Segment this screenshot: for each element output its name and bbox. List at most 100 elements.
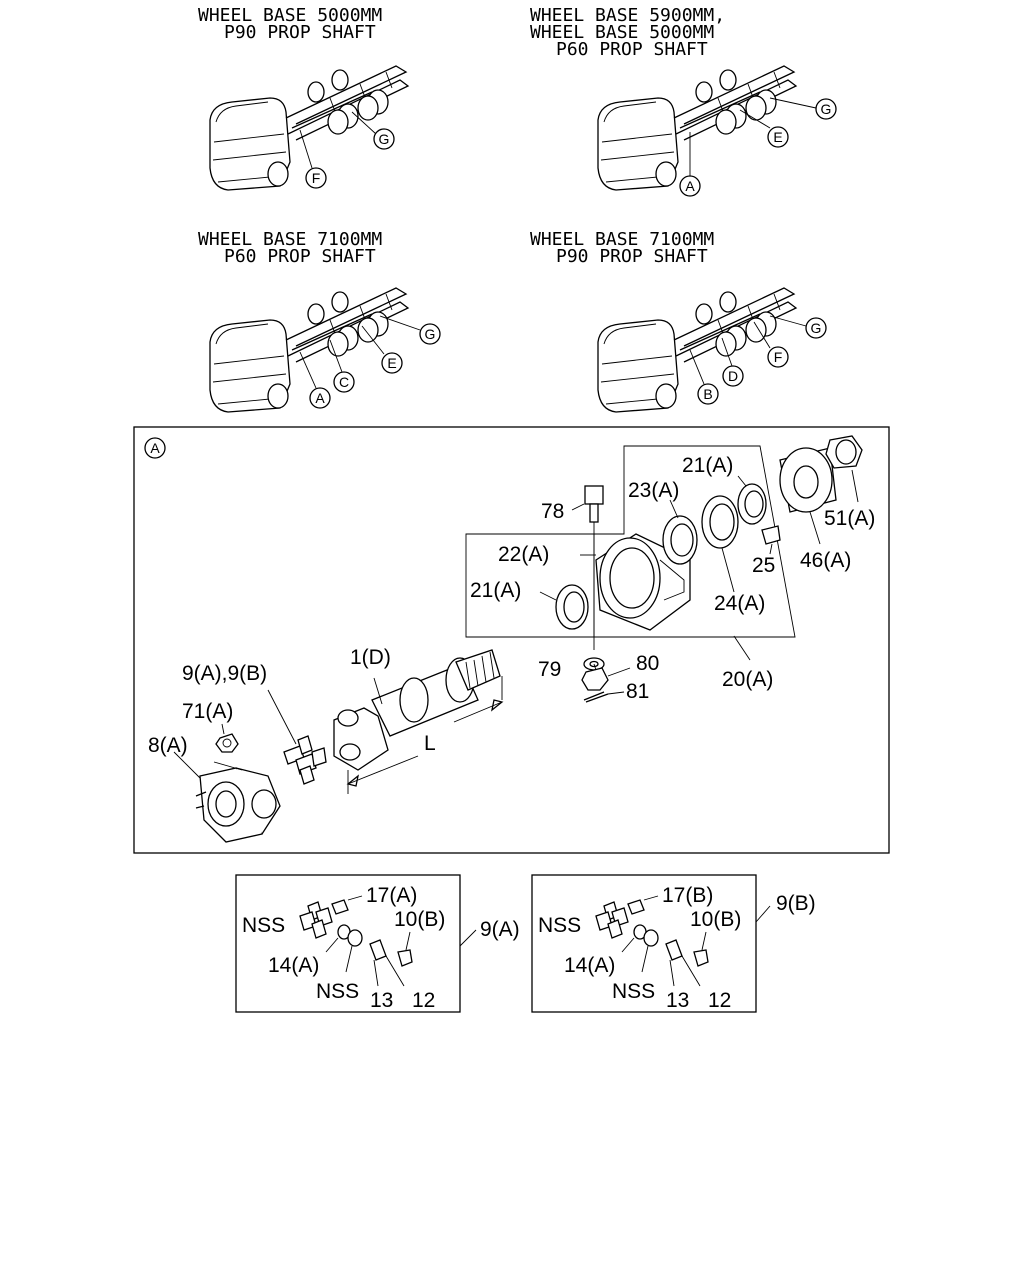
- kit-9b-label-nss-1: NSS: [538, 914, 581, 937]
- part-78-bolt: [584, 485, 604, 650]
- kit-9b-panel: 17(B) NSS 10(B) 14(A) NSS 13 12 9(B): [531, 874, 816, 1013]
- kit-9b-bearing-cap: [643, 929, 659, 947]
- kit-9a-label-14: 14(A): [268, 954, 319, 977]
- part-21-left-bearing: [539, 584, 589, 630]
- header-line: WHEEL BASE 7100MM: [530, 229, 714, 250]
- kit-9b-bolt: [693, 949, 709, 967]
- label-part-79: 79: [538, 658, 561, 681]
- label-part-80: 80: [636, 652, 659, 675]
- kit-9a-lock-plate: [369, 939, 387, 961]
- truck-4-callouts: B D F G: [689, 315, 827, 405]
- callout-letter: A: [315, 390, 325, 406]
- label-part-46a: 46(A): [800, 549, 851, 572]
- callout-letter: E: [387, 355, 396, 371]
- kit-9b-label-kit: 9(B): [776, 892, 816, 915]
- kit-9a-spider: [299, 901, 333, 939]
- part-22-bearing-support: [580, 533, 691, 631]
- header-line: WHEEL BASE 5900MM,: [530, 5, 725, 26]
- callout-circle: [419, 323, 441, 345]
- label-part-1d: 1(D): [350, 646, 391, 669]
- truck-illustration-3: [209, 287, 409, 413]
- kit-9a-label-17: 17(A): [366, 884, 417, 907]
- label-part-23a: 23(A): [628, 479, 679, 502]
- kit-9b-label-17: 17(B): [662, 884, 713, 907]
- callout-circle: [815, 98, 837, 120]
- label-part-21a-left: 21(A): [470, 579, 521, 602]
- kit-9b-label-13: 13: [666, 989, 689, 1012]
- dimension-L: [346, 676, 504, 794]
- label-part-71a: 71(A): [182, 700, 233, 723]
- kit-9b-label-10: 10(B): [690, 908, 741, 931]
- part-23-seal: [662, 499, 698, 565]
- support-group-outline: [594, 445, 796, 638]
- kit-9a-label-nss-2: NSS: [316, 980, 359, 1003]
- kit-9a-label-12: 12: [412, 989, 435, 1012]
- label-part-51a: 51(A): [824, 507, 875, 530]
- truck-illustration-2: [597, 65, 797, 191]
- kit-9a-label-13: 13: [370, 989, 393, 1012]
- label-part-21a-top: 21(A): [682, 454, 733, 477]
- callout-letter: D: [728, 368, 738, 384]
- callout-letter: G: [821, 101, 832, 117]
- kit-9a-bolt: [397, 949, 413, 967]
- header-wb7100-p60: WHEEL BASE 7100MM P60 PROP SHAFT: [198, 229, 382, 267]
- callout-letter: F: [312, 170, 321, 186]
- truck-2-callouts: A E G: [679, 97, 837, 197]
- kit-9b-grease-nipple: [627, 899, 645, 915]
- part-81-cotter-pin: [583, 691, 625, 703]
- label-part-8a: 8(A): [148, 734, 188, 757]
- kit-9a-frame: [235, 874, 461, 1013]
- header-line: P60 PROP SHAFT: [224, 246, 376, 267]
- part-25-grease-fitting: [761, 525, 781, 555]
- part-21-top-bearing: [737, 475, 767, 525]
- label-part-24a: 24(A): [714, 592, 765, 615]
- main-panel-frame: [133, 426, 890, 854]
- header-wb5900-p60: WHEEL BASE 5900MM, WHEEL BASE 5000MM P60…: [530, 5, 725, 60]
- header-line: WHEEL BASE 5000MM: [198, 5, 382, 26]
- callout-letter: G: [811, 320, 822, 336]
- callout-letter: G: [425, 326, 436, 342]
- part-71-nut: [215, 723, 239, 753]
- kit-9a-label-nss-1: NSS: [242, 914, 285, 937]
- callout-circle: [805, 317, 827, 339]
- label-part-9a-9b: 9(A),9(B): [182, 662, 267, 685]
- callout-letter: G: [379, 131, 390, 147]
- truck-3-callouts: A C E G: [299, 315, 441, 409]
- kit-9a-bearing-cap: [347, 929, 363, 947]
- label-part-25: 25: [752, 554, 775, 577]
- header-line: WHEEL BASE 7100MM: [198, 229, 382, 250]
- callout-circle: [381, 352, 403, 374]
- kit-9a-panel: 17(A) NSS 10(B) 14(A) NSS 13 12 9(A): [235, 874, 520, 1013]
- kit-9b-label-12: 12: [708, 989, 731, 1012]
- callout-circle: [679, 175, 701, 197]
- callout-circle: [767, 126, 789, 148]
- label-part-81: 81: [626, 680, 649, 703]
- header-wb5000-p90: WHEEL BASE 5000MM P90 PROP SHAFT: [198, 5, 382, 43]
- truck-illustration-4: [597, 287, 797, 413]
- kit-9b-label-14: 14(A): [564, 954, 615, 977]
- callout-letter: B: [703, 386, 712, 402]
- part-51-nut: [825, 435, 863, 503]
- kit-9b-lock-plate: [665, 939, 683, 961]
- part-24-bearing: [701, 495, 739, 593]
- kit-9a-label-10: 10(B): [394, 908, 445, 931]
- truck-1-callouts: F G: [299, 111, 395, 189]
- header-wb7100-p90: WHEEL BASE 7100MM P90 PROP SHAFT: [530, 229, 714, 267]
- callout-circle: [722, 365, 744, 387]
- kit-9a-label-kit: 9(A): [480, 918, 520, 941]
- panel-letter: A: [150, 440, 160, 456]
- part-1-prop-shaft: [333, 649, 501, 771]
- label-part-22a: 22(A): [498, 543, 549, 566]
- callout-letter: F: [774, 349, 783, 365]
- callout-circle: [373, 128, 395, 150]
- kit-9a-grease-nipple: [331, 899, 349, 915]
- callout-circle: [697, 383, 719, 405]
- kit-9b-spider: [595, 901, 629, 939]
- callout-letter: A: [685, 178, 695, 194]
- part-46-flange: [779, 447, 837, 545]
- callout-letter: C: [339, 374, 349, 390]
- header-line: P90 PROP SHAFT: [224, 22, 376, 43]
- kit-9b-frame: [531, 874, 757, 1013]
- callout-letter: E: [773, 129, 782, 145]
